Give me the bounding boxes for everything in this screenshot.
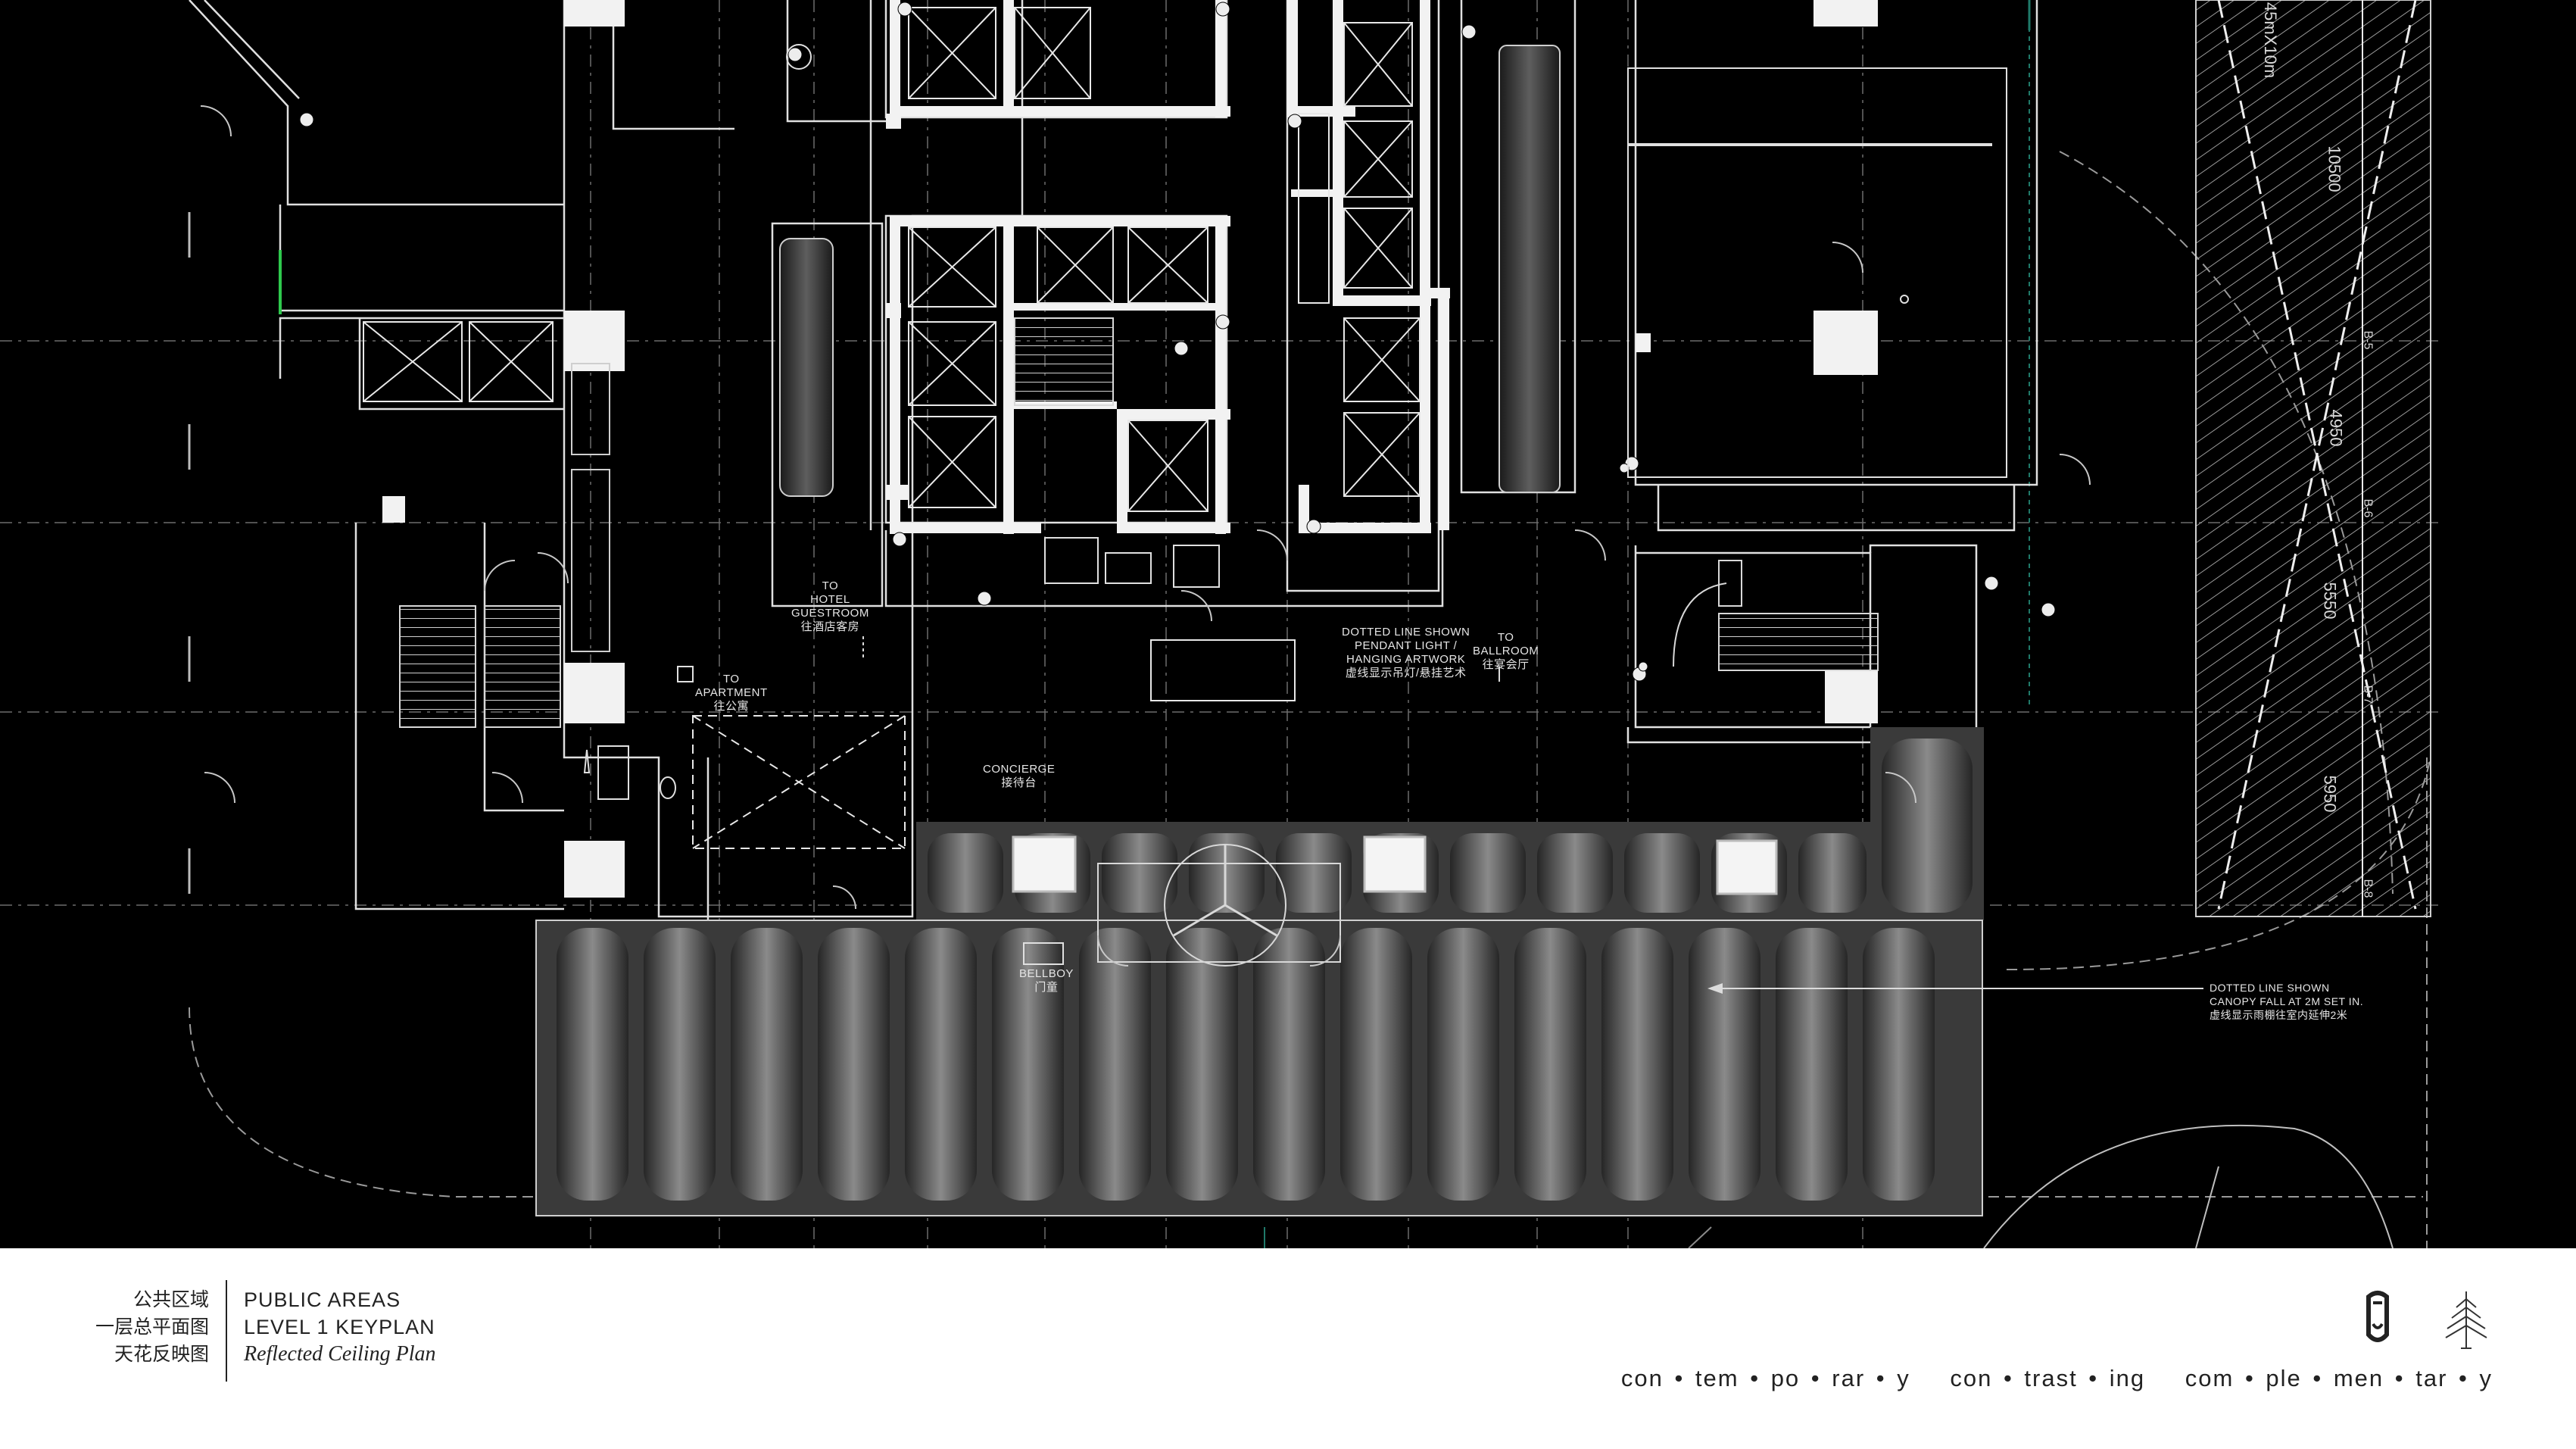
title-divider bbox=[226, 1280, 227, 1382]
tagline-contrasting: con • trast • ing bbox=[1950, 1365, 2146, 1391]
dimension-10500: 10500 bbox=[2325, 145, 2344, 192]
title-level-1-keyplan: LEVEL 1 KEYPLAN bbox=[244, 1316, 435, 1338]
dimension-4950: 4950 bbox=[2326, 409, 2346, 447]
label-concierge: CONCIERGE 接待台 bbox=[983, 763, 1056, 789]
title-reflected-ceiling-plan: Reflected Ceiling Plan bbox=[244, 1342, 436, 1366]
tree-logo-icon bbox=[2445, 1291, 2487, 1349]
reflected-ceiling-plan-drawing: TO HOTEL GUESTROOM 往酒店客房 TO APARTMENT 往公… bbox=[0, 0, 2576, 1248]
dimension-5550: 5550 bbox=[2320, 582, 2340, 620]
title-chinese: 公共区域 一层总平面图 天花反映图 bbox=[95, 1288, 209, 1365]
label-to-hotel-guestroom: TO HOTEL GUESTROOM 往酒店客房 bbox=[791, 579, 869, 633]
label-to-apartment: TO APARTMENT 往公寓 bbox=[695, 673, 768, 713]
grid-tag-b6: B-6 bbox=[2361, 498, 2375, 518]
dimension-5950: 5950 bbox=[2320, 775, 2340, 813]
label-to-ballroom: TO BALLROOM 往宴会厅 bbox=[1473, 631, 1539, 671]
label-canopy: DOTTED LINE SHOWN CANOPY FALL AT 2M SET … bbox=[2210, 982, 2364, 1021]
tagline-contemporary: con • tem • po • rar • y bbox=[1620, 1365, 1910, 1391]
grid-tag-b7: B-7 bbox=[2361, 685, 2375, 704]
title-english: PUBLIC AREAS LEVEL 1 KEYPLAN Reflected C… bbox=[244, 1286, 435, 1368]
title-public-areas: PUBLIC AREAS bbox=[244, 1288, 401, 1311]
grid-tag-b8: B-8 bbox=[2361, 879, 2375, 898]
grid-tag-b5: B-5 bbox=[2361, 330, 2375, 350]
label-pendant-light: DOTTED LINE SHOWN PENDANT LIGHT / HANGIN… bbox=[1342, 626, 1470, 679]
clip-logo-icon bbox=[2366, 1291, 2389, 1342]
tagline-complementary: com • ple • men • tar • y bbox=[2185, 1365, 2493, 1391]
brand-tagline: con • tem • po • rar • y con • trast • i… bbox=[1592, 1365, 2493, 1392]
label-bellboy: BELLBOY 门童 bbox=[1019, 967, 1074, 994]
dimension-45mx10m: 45mX10m bbox=[2261, 2, 2281, 79]
floor-plan-linework bbox=[0, 0, 2438, 1248]
title-block bbox=[0, 1248, 2576, 1449]
